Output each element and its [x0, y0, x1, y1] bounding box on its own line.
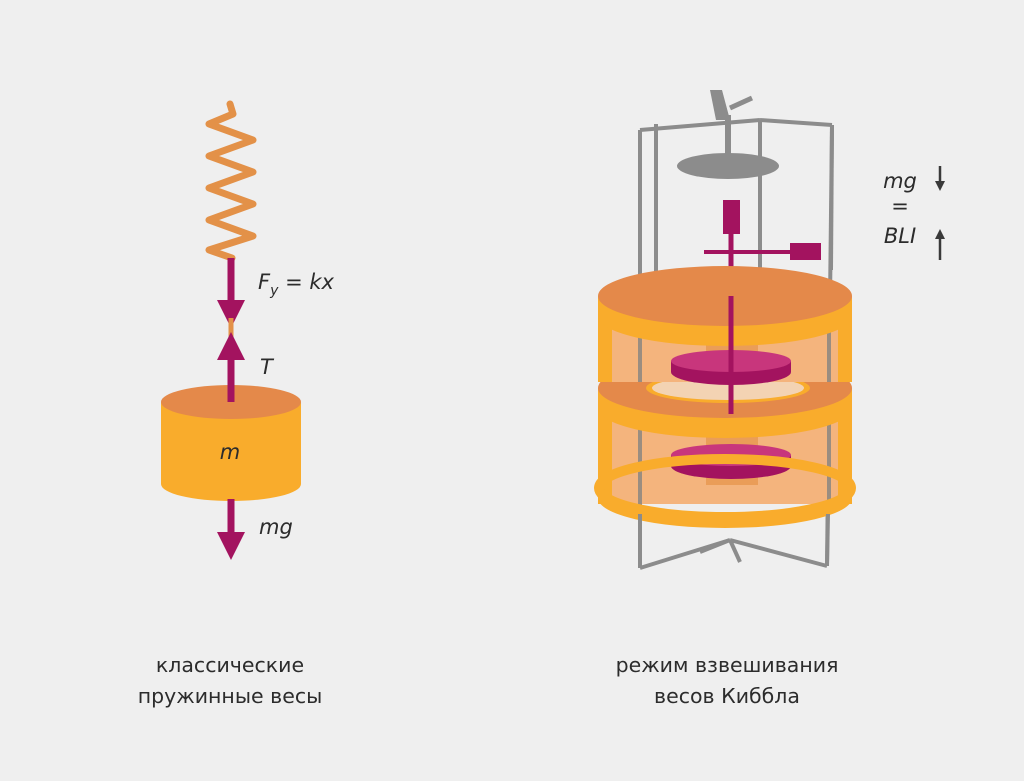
equation-mg: mg [883, 169, 917, 193]
equation-equals: = [891, 194, 909, 218]
force-equation: mg = BLI [883, 166, 945, 260]
spring-force-label: Fy = kx [258, 270, 334, 299]
weight-label: mg [259, 515, 293, 539]
force-equation: = kx [278, 270, 334, 294]
kibble-caption-line2: весов Киббла [654, 684, 800, 708]
kibble-caption-line1: режим взвешивания [615, 653, 839, 677]
support-rods-top [638, 124, 834, 568]
tension-label: T [260, 355, 275, 379]
mass-label: m [220, 440, 240, 464]
coil-suspension [704, 200, 821, 300]
kibble-balance-diagram: mg = BLI [594, 90, 945, 570]
equation-bli: BLI [884, 224, 916, 248]
force-subscript: y [269, 283, 279, 299]
force-symbol: F [258, 270, 271, 294]
spring-caption-line2: пружинные весы [137, 684, 323, 708]
weighing-pan [677, 153, 779, 179]
kibble-caption: режим взвешивания весов Киббла [547, 650, 907, 712]
spring-scale-diagram: Fy = kx T m mg [161, 100, 334, 560]
spring [205, 100, 257, 262]
spring-scale-caption: классические пружинные весы [50, 650, 410, 712]
spring-caption-line1: классические [155, 653, 305, 677]
mass-cylinder-body [161, 402, 301, 501]
magnet-top-plate [598, 266, 852, 346]
